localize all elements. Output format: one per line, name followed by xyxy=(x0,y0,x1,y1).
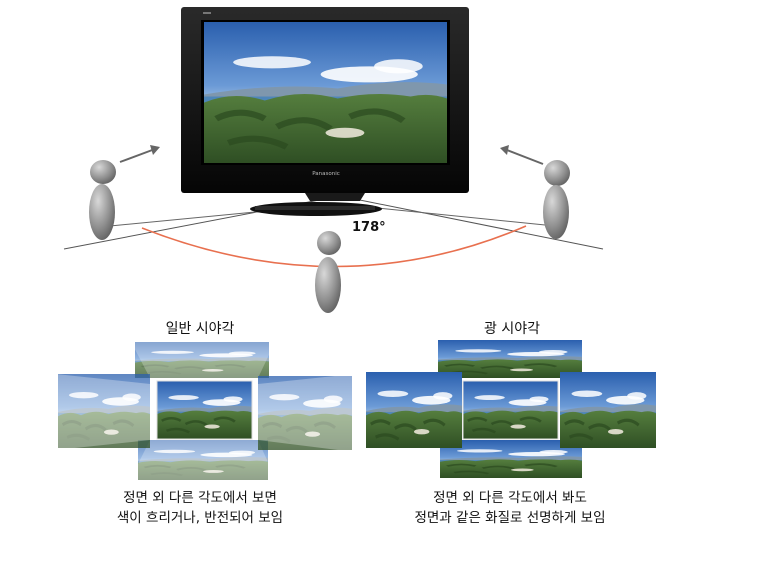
tv-illustration: Panasonic xyxy=(63,7,604,268)
viewer-center xyxy=(315,231,341,313)
normal-angle-thumbnails xyxy=(56,340,354,480)
panel-caption-normal-2: 색이 흐리거나, 반전되어 보임 xyxy=(116,510,284,526)
panel-title-normal: 일반 시야각 xyxy=(165,321,235,337)
angle-label: 178° xyxy=(352,220,386,235)
sight-line-right xyxy=(339,195,604,250)
panel-title-wide: 광 시야각 xyxy=(484,321,540,337)
panel-caption-normal-1: 정면 외 다른 각도에서 보면 xyxy=(123,490,277,506)
panel-caption-wide-1: 정면 외 다른 각도에서 봐도 xyxy=(433,490,587,506)
tv-logo-mark xyxy=(203,12,211,14)
tv-screen-image xyxy=(204,22,447,163)
normal-center-thumbnail xyxy=(157,381,252,439)
viewer-left xyxy=(89,160,116,240)
viewer-right xyxy=(543,160,570,239)
wide-center-thumbnail xyxy=(463,381,558,439)
arrow-left-icon xyxy=(119,145,160,163)
wide-angle-thumbnails xyxy=(366,340,656,478)
arrow-right-icon xyxy=(500,145,544,165)
panel-caption-wide-2: 정면과 같은 화질로 선명하게 보임 xyxy=(414,510,606,526)
tv-stand xyxy=(305,193,365,201)
tv-brand-label: Panasonic xyxy=(312,171,340,177)
